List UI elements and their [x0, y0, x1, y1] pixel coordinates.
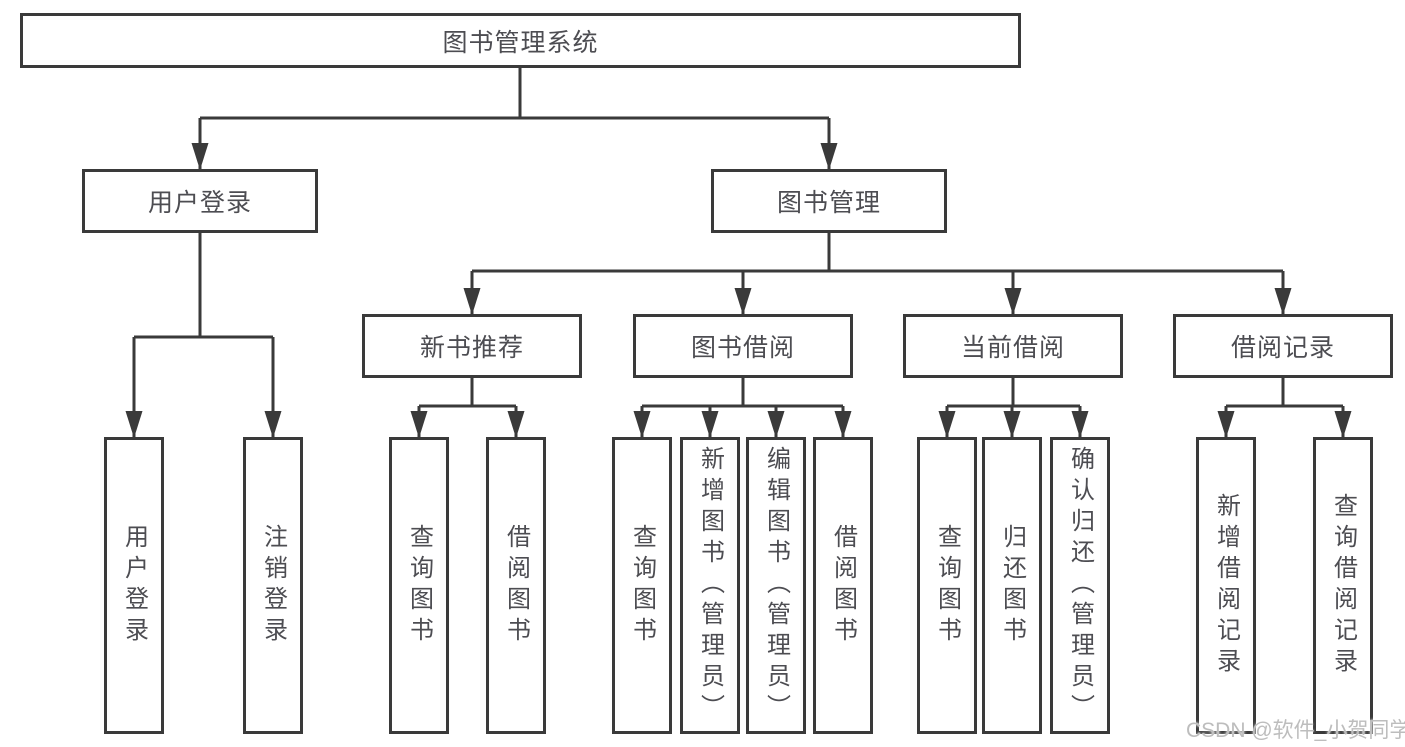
- leaf-current-return-books: 归还图书: [982, 437, 1042, 734]
- leaf-current-query-books: 查询图书: [917, 437, 977, 734]
- leaf-records-add-record: 新增借阅记录: [1196, 437, 1256, 734]
- leaf-borrow-add-books-admin: 新增图书（管理员）: [680, 437, 740, 734]
- csdn-watermark: CSDN @软件_小贺同学: [1186, 719, 1405, 742]
- leaf-logout: 注销登录: [243, 437, 303, 734]
- node-book-management: 图书管理: [711, 169, 947, 233]
- leaf-borrow-edit-books-admin: 编辑图书（管理员）: [746, 437, 806, 734]
- leaf-borrow-query-books: 查询图书: [612, 437, 672, 734]
- leaf-user-login: 用户登录: [104, 437, 164, 734]
- node-current-borrow: 当前借阅: [903, 314, 1123, 378]
- node-book-borrow: 图书借阅: [633, 314, 853, 378]
- leaf-newbook-query-books: 查询图书: [389, 437, 449, 734]
- node-new-book-recommend: 新书推荐: [362, 314, 582, 378]
- leaf-borrow-lend-books: 借阅图书: [813, 437, 873, 734]
- node-root-system: 图书管理系统: [20, 13, 1021, 68]
- leaf-records-query-record: 查询借阅记录: [1313, 437, 1373, 734]
- leaf-current-confirm-return-admin: 确认归还（管理员）: [1050, 437, 1110, 734]
- node-user-login: 用户登录: [82, 169, 318, 233]
- leaf-newbook-borrow-books: 借阅图书: [486, 437, 546, 734]
- node-borrow-records: 借阅记录: [1173, 314, 1393, 378]
